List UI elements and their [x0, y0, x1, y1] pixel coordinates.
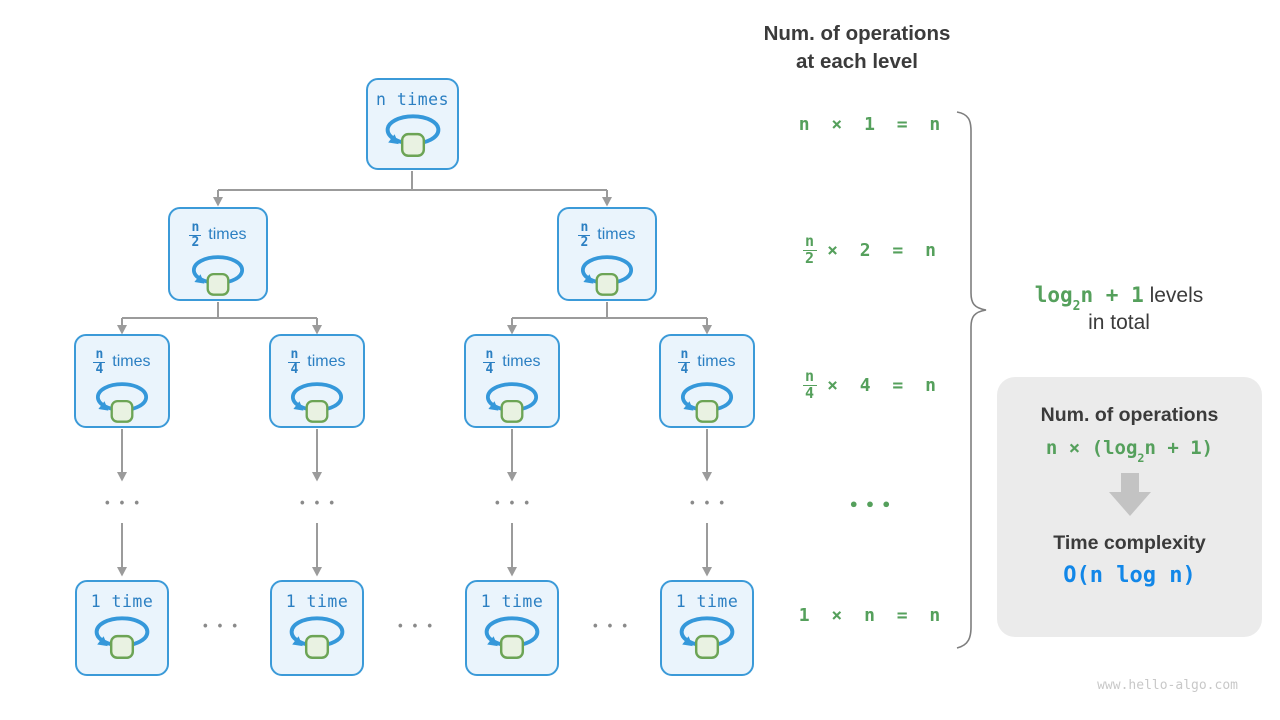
node-label: n times: [375, 90, 450, 109]
fraction: n 2: [578, 219, 591, 250]
node-label: 1 time: [480, 592, 544, 611]
levels-note-line1: log2n + 1 levels: [1000, 282, 1238, 315]
fraction: n 4: [93, 346, 106, 377]
ops-row-2-rest: × 2 = n: [827, 239, 937, 261]
loop-icon: [94, 616, 150, 660]
node-label: n 4 times: [483, 346, 541, 377]
column-header: Num. of operations at each level: [722, 20, 992, 76]
fraction: n 4: [483, 346, 496, 377]
loop-icon: [290, 382, 344, 424]
ellipsis-dots: •••: [298, 496, 343, 512]
ops-ellipsis-dots: •••: [848, 495, 898, 515]
fraction: n 4: [288, 346, 301, 377]
node-label: n 2 times: [189, 219, 247, 250]
fraction: n 4: [678, 346, 691, 377]
node-label: n 2 times: [578, 219, 636, 250]
summary-title: Num. of operations: [1040, 404, 1219, 426]
tree-node-l3-2: n 4 times: [269, 334, 365, 428]
tree-node-l2-left: n 2 times: [168, 207, 268, 301]
tree-node-root: n times: [366, 78, 459, 170]
tree-node-leaf-4: 1 time: [660, 580, 754, 676]
ops-row-1: n × 1 = n: [798, 113, 942, 135]
ops-row-3: n 4 × 4 = n: [770, 359, 970, 411]
ellipsis-dots: •••: [591, 619, 636, 635]
node-label: 1 time: [675, 592, 739, 611]
tree-node-leaf-2: 1 time: [270, 580, 364, 676]
ellipsis-dots: •••: [688, 496, 733, 512]
loop-icon: [385, 114, 440, 158]
summary-complexity: O(n log n): [1063, 563, 1196, 588]
levels-note: log2n + 1 levels in total: [1000, 282, 1238, 336]
loop-icon: [485, 382, 539, 424]
loop-icon: [680, 382, 734, 424]
column-header-line1: Num. of operations: [763, 22, 951, 45]
ops-row-4: 1 × n = n: [798, 604, 942, 626]
summary-subtitle: Time complexity: [1053, 532, 1206, 554]
node-label: n 4 times: [288, 346, 346, 377]
levels-note-line2: in total: [1088, 311, 1150, 334]
tree-node-l3-4: n 4 times: [659, 334, 755, 428]
loop-icon: [580, 255, 634, 297]
loop-icon: [191, 255, 245, 297]
summary-box: Num. of operations n × (log2n + 1) Time …: [997, 377, 1262, 637]
node-label: n 4 times: [93, 346, 151, 377]
loop-icon: [679, 616, 735, 660]
tree-node-l3-1: n 4 times: [74, 334, 170, 428]
levels-count: log2n + 1: [1034, 283, 1144, 315]
fraction: n 2: [803, 231, 818, 267]
levels-word: levels: [1143, 284, 1204, 307]
ops-row-3-rest: × 4 = n: [827, 374, 937, 396]
ellipsis-dots: •••: [201, 619, 246, 635]
loop-icon: [289, 616, 345, 660]
node-label: n 4 times: [678, 346, 736, 377]
down-arrow-icon: [1108, 473, 1151, 516]
ellipsis-dots: •••: [493, 496, 538, 512]
node-label: 1 time: [285, 592, 349, 611]
node-label: 1 time: [90, 592, 154, 611]
summary-formula: n × (log2n + 1): [1045, 437, 1214, 465]
ops-row-2: n 2 × 2 = n: [770, 224, 970, 276]
fraction: n 2: [189, 219, 202, 250]
tree-node-l2-right: n 2 times: [557, 207, 657, 301]
tree-node-leaf-1: 1 time: [75, 580, 169, 676]
column-header-line2: at each level: [796, 50, 918, 73]
watermark: www.hello-algo.com: [1097, 678, 1238, 693]
ellipsis-dots: •••: [396, 619, 441, 635]
loop-icon: [484, 616, 540, 660]
tree-node-l3-3: n 4 times: [464, 334, 560, 428]
tree-node-leaf-3: 1 time: [465, 580, 559, 676]
ellipsis-dots: •••: [103, 496, 148, 512]
loop-icon: [95, 382, 149, 424]
fraction: n 4: [803, 366, 818, 402]
